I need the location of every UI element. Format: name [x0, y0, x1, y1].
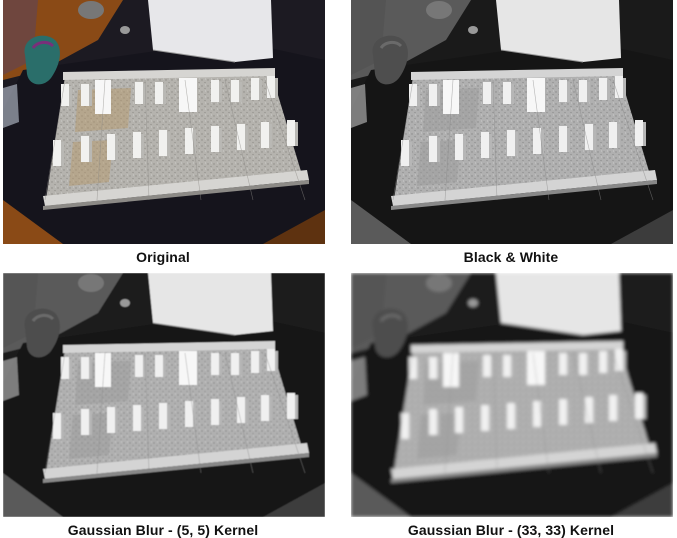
gaussian-blur-5-caption: Gaussian Blur - (5, 5) Kernel — [67, 522, 259, 538]
original-photo — [3, 0, 325, 244]
black-white-caption: Black & White — [463, 249, 559, 265]
gaussian-blur-33-caption: Gaussian Blur - (33, 33) Kernel — [407, 522, 615, 538]
gaussian-blur-33-photo — [351, 273, 673, 517]
gaussian-blur-5-photo — [3, 273, 325, 517]
black-white-photo — [351, 0, 673, 244]
original-caption: Original — [136, 249, 190, 265]
